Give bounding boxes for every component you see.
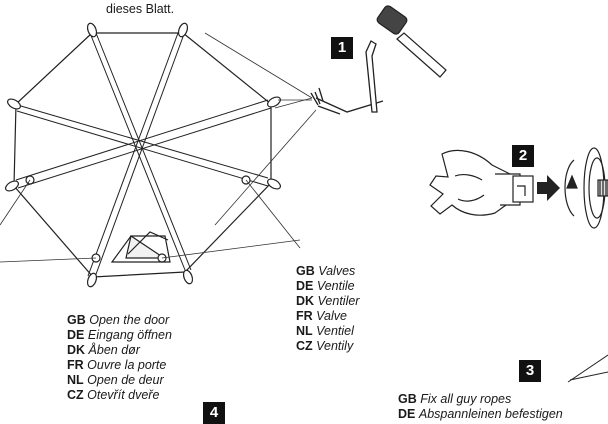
peg-illustration (310, 40, 384, 115)
step-2-badge: 2 (512, 145, 534, 167)
top-note: dieses Blatt. (106, 2, 175, 16)
step-4-badge: 4 (203, 402, 225, 424)
door-caption: GB Open the door DE Eingang öffnen DK Åb… (67, 313, 172, 402)
hand-valve-illustration (429, 149, 534, 216)
arrow-icon (537, 175, 560, 201)
guy-ropes (0, 32, 317, 263)
hammer-icon (376, 5, 447, 78)
tent-octagon (13, 32, 272, 278)
rope-angle-illustration (567, 354, 608, 383)
step-1-badge: 1 (331, 37, 353, 59)
valve-rotation-illustration (564, 147, 608, 229)
valves-caption: GB Valves DE Ventile DK Ventiler FR Valv… (296, 264, 360, 353)
step-3-badge: 3 (519, 360, 541, 382)
guy-ropes-caption: GB Fix all guy ropes DE Abspannleinen be… (398, 392, 563, 421)
